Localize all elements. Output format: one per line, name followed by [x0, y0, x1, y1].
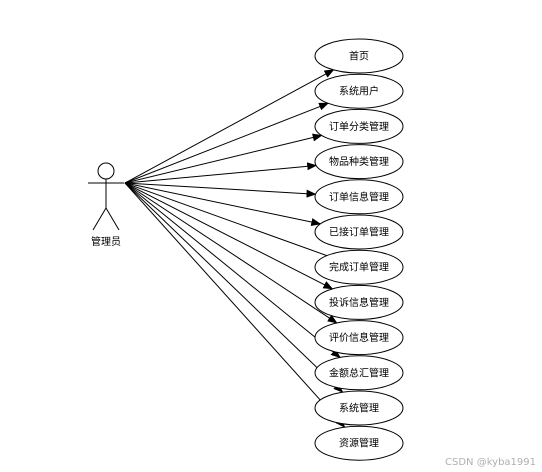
use-case-4-ellipse: [314, 144, 404, 180]
use-case-10-ellipse: [314, 355, 404, 391]
use-case-10-label: 金额总汇管理: [329, 366, 389, 379]
use-case-2: 系统用户: [314, 73, 404, 109]
use-case-7: 完成订单管理: [314, 249, 404, 285]
use-case-9: 评价信息管理: [314, 320, 404, 356]
use-case-6: 已接订单管理: [314, 214, 404, 250]
watermark-text: CSDN @kyba1991: [445, 457, 536, 468]
use-case-2-ellipse: [314, 73, 404, 109]
use-case-6-label: 已接订单管理: [329, 226, 389, 239]
use-case-8: 投诉信息管理: [314, 284, 404, 320]
use-case-1: 首页: [314, 38, 404, 74]
use-case-9-association: [124, 182, 338, 324]
use-case-11-ellipse: [314, 390, 404, 426]
use-case-11: 系统管理: [314, 390, 404, 426]
use-case-12-ellipse: [314, 425, 404, 461]
actor-admin: 管理员: [88, 162, 124, 248]
use-case-list: 首页系统用户订单分类管理物品种类管理订单信息管理已接订单管理完成订单管理投诉信息…: [314, 38, 404, 461]
use-case-8-label: 投诉信息管理: [329, 296, 389, 309]
use-case-10: 金额总汇管理: [314, 355, 404, 391]
use-case-11-label: 系统管理: [339, 402, 379, 415]
use-case-8-association: [124, 182, 334, 290]
use-case-3-association: [124, 133, 323, 184]
use-case-2-association: [124, 102, 330, 184]
use-case-4-label: 物品种类管理: [329, 155, 389, 168]
use-case-10-association: [124, 182, 341, 359]
use-case-2-label: 系统用户: [339, 85, 379, 98]
use-case-5-label: 订单信息管理: [329, 190, 389, 203]
actor-head: [97, 162, 115, 180]
use-case-4: 物品种类管理: [314, 144, 404, 180]
use-case-4-association: [124, 162, 318, 184]
use-case-7-ellipse: [314, 249, 404, 285]
use-case-12-label: 资源管理: [339, 437, 379, 450]
use-case-1-label: 首页: [349, 50, 369, 63]
use-case-9-label: 评价信息管理: [329, 331, 389, 344]
actor-left-leg: [92, 207, 107, 231]
use-case-3: 订单分类管理: [314, 108, 404, 144]
use-case-6-ellipse: [314, 214, 404, 250]
association-lines: [124, 69, 346, 428]
use-case-3-ellipse: [314, 108, 404, 144]
use-case-5: 订单信息管理: [314, 179, 404, 215]
use-case-1-association: [124, 69, 335, 184]
use-case-12-association: [124, 182, 346, 428]
use-case-8-ellipse: [314, 284, 404, 320]
actor-right-leg: [105, 207, 120, 231]
use-case-6-association: [124, 182, 322, 226]
use-case-7-label: 完成订单管理: [329, 261, 389, 274]
use-case-5-association: [124, 182, 317, 198]
use-case-12: 资源管理: [314, 425, 404, 461]
use-case-3-label: 订单分类管理: [329, 120, 389, 133]
use-case-5-ellipse: [314, 179, 404, 215]
use-case-1-ellipse: [314, 38, 404, 74]
use-case-7-association: [124, 182, 327, 257]
use-case-11-association: [124, 182, 344, 393]
actor-label: 管理员: [91, 235, 121, 248]
use-case-9-ellipse: [314, 320, 404, 356]
